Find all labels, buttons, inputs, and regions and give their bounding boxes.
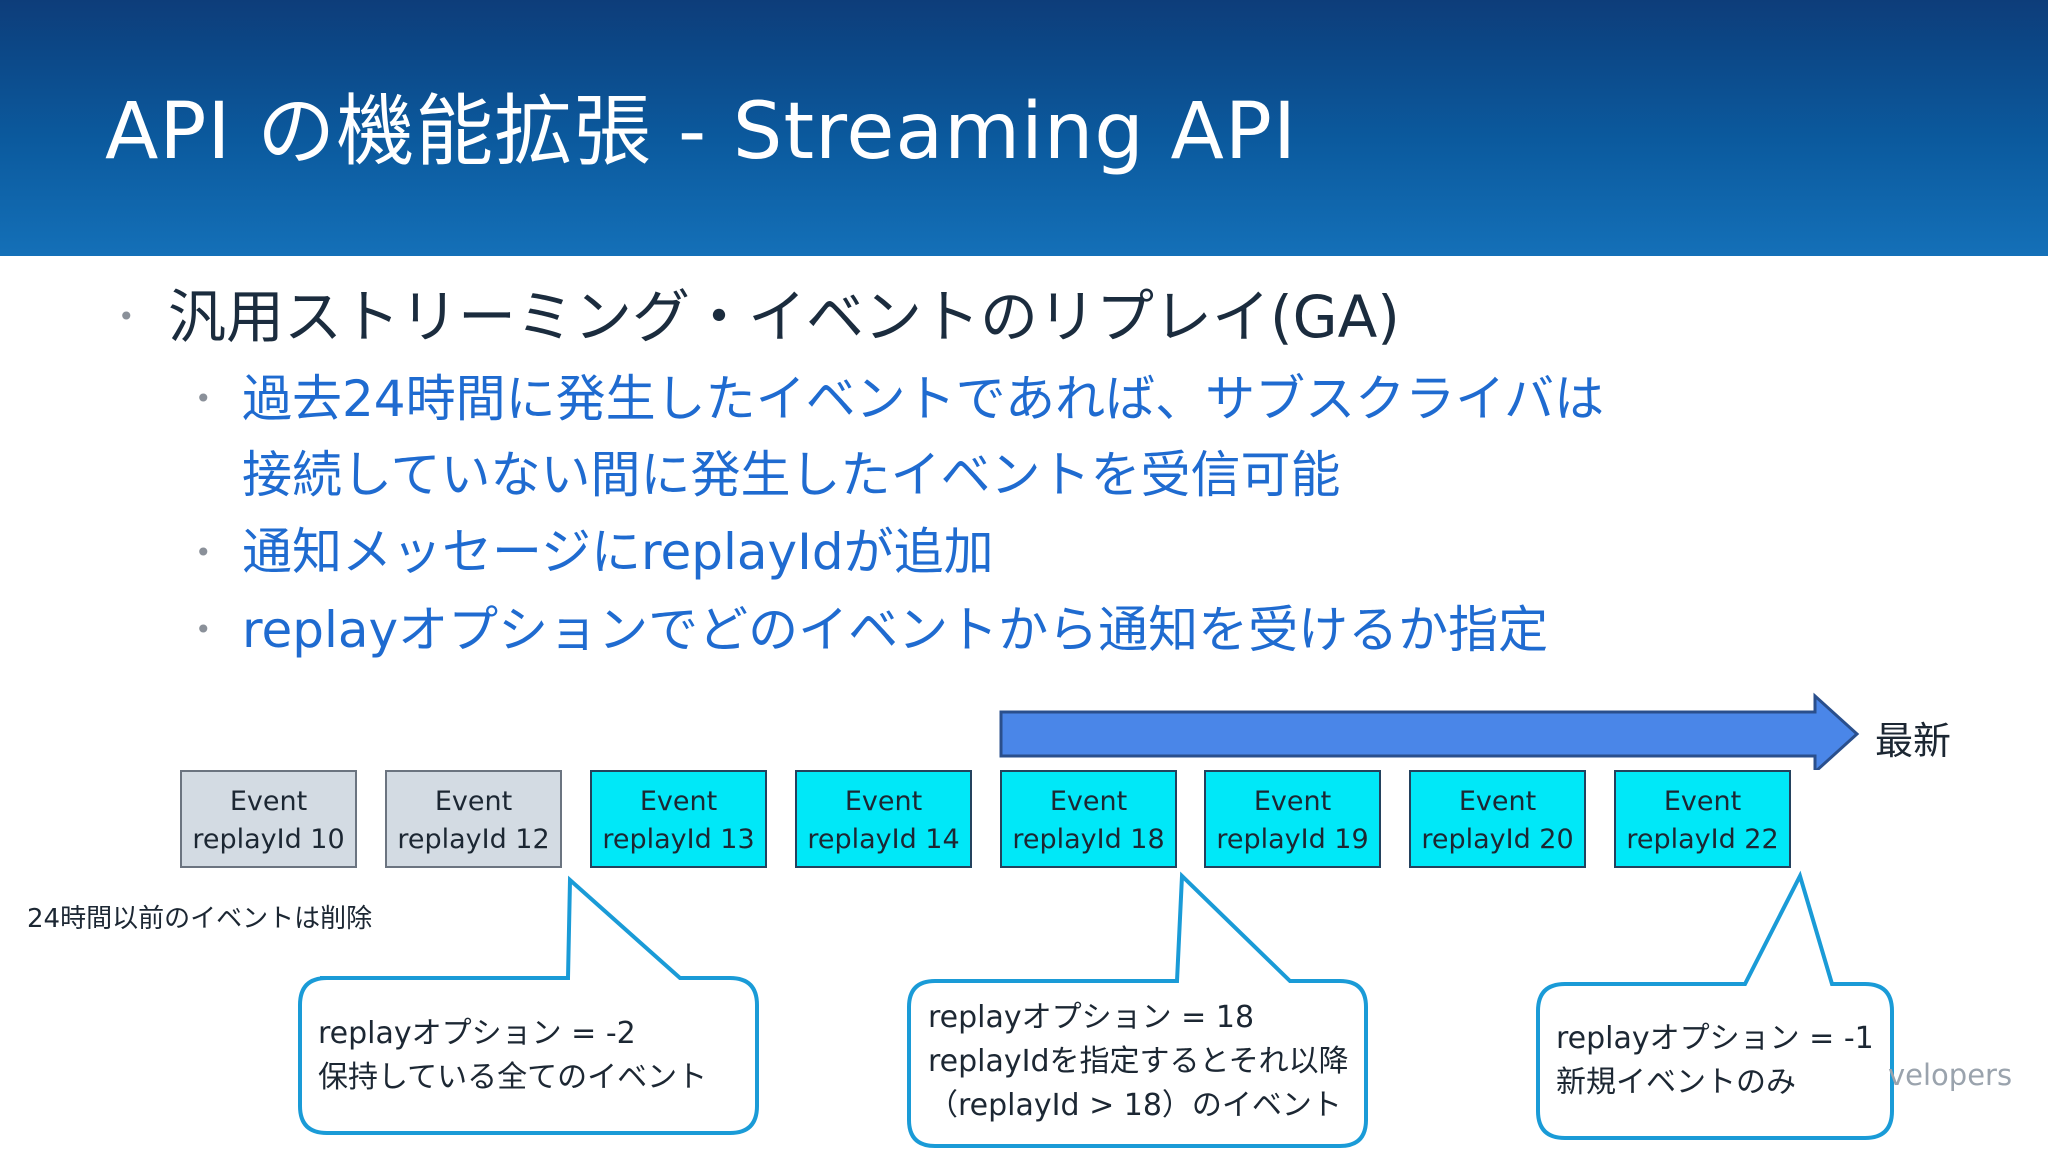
event-replayid: replayId 10 bbox=[192, 824, 345, 855]
event-label: Event bbox=[639, 786, 718, 817]
latest-label: 最新 bbox=[1875, 719, 1952, 763]
callout-bubble-minus-2 bbox=[298, 875, 759, 1135]
callout-bubble-18 bbox=[907, 871, 1368, 1148]
event-replayid: replayId 13 bbox=[602, 824, 755, 855]
event-replayid: replayId 14 bbox=[807, 824, 960, 855]
bullet-dot: • bbox=[195, 613, 212, 646]
event-replayid: replayId 18 bbox=[1012, 824, 1165, 855]
callout-bubble-minus-1 bbox=[1536, 870, 1894, 1140]
callout-line: （replayId > 18）のイベント bbox=[928, 1088, 1342, 1123]
event-label: Event bbox=[1458, 786, 1537, 817]
event-box-replayid-18: Event replayId 18 bbox=[1000, 770, 1177, 868]
event-box-replayid-20: Event replayId 20 bbox=[1409, 770, 1586, 868]
event-box-replayid-14: Event replayId 14 bbox=[795, 770, 972, 868]
bullet-dot: • bbox=[118, 300, 135, 333]
event-label: Event bbox=[1663, 786, 1742, 817]
event-box-replayid-22: Event replayId 22 bbox=[1614, 770, 1791, 868]
event-box-replayid-12: Event replayId 12 bbox=[385, 770, 562, 868]
event-box-replayid-19: Event replayId 19 bbox=[1204, 770, 1381, 868]
event-label: Event bbox=[844, 786, 923, 817]
sub-bullet-1: 過去24時間に発生したイベントであれば、サブスクライバは bbox=[242, 370, 1605, 428]
slide-header bbox=[0, 0, 2048, 256]
callout-line: 保持している全てのイベント bbox=[318, 1060, 708, 1095]
callout-text-18: replayオプション = 18 replayIdを指定するとそれ以降 （rep… bbox=[928, 996, 1349, 1128]
event-replayid: replayId 22 bbox=[1626, 824, 1779, 855]
sub-bullet-1-continued: 接続していない間に発生したイベントを受信可能 bbox=[242, 446, 1341, 504]
slide-title: API の機能拡張 - Streaming API bbox=[105, 87, 1297, 177]
event-label: Event bbox=[229, 786, 308, 817]
event-box-replayid-13: Event replayId 13 bbox=[590, 770, 767, 868]
event-replayid: replayId 12 bbox=[397, 824, 550, 855]
event-label: Event bbox=[1049, 786, 1128, 817]
callout-line: replayオプション = -2 bbox=[318, 1016, 636, 1051]
deleted-events-note: 24時間以前のイベントは削除 bbox=[27, 904, 373, 934]
event-label: Event bbox=[434, 786, 513, 817]
bullet-dot: • bbox=[195, 382, 212, 415]
event-replayid: replayId 19 bbox=[1216, 824, 1369, 855]
callout-line: replayオプション = -1 bbox=[1556, 1021, 1874, 1056]
watermark-text: velopers bbox=[1888, 1058, 2013, 1092]
callout-line: replayオプション = 18 bbox=[928, 1000, 1255, 1035]
event-label: Event bbox=[1253, 786, 1332, 817]
bullet-dot: • bbox=[195, 536, 212, 569]
timeline-arrow bbox=[999, 692, 1860, 770]
callout-line: 新規イベントのみ bbox=[1556, 1065, 1796, 1100]
callout-text-minus-1: replayオプション = -1 新規イベントのみ bbox=[1556, 1017, 1874, 1105]
sub-bullet-2: 通知メッセージにreplayIdが追加 bbox=[242, 523, 994, 581]
callout-line: replayIdを指定するとそれ以降 bbox=[928, 1044, 1349, 1079]
callout-text-minus-2: replayオプション = -2 保持している全てのイベント bbox=[318, 1012, 707, 1100]
event-replayid: replayId 20 bbox=[1421, 824, 1574, 855]
event-box-replayid-10: Event replayId 10 bbox=[180, 770, 357, 868]
sub-bullet-3: replayオプションでどのイベントから通知を受けるか指定 bbox=[242, 601, 1549, 659]
bullet-main: 汎用ストリーミング・イベントのリプレイ(GA) bbox=[168, 283, 1400, 351]
